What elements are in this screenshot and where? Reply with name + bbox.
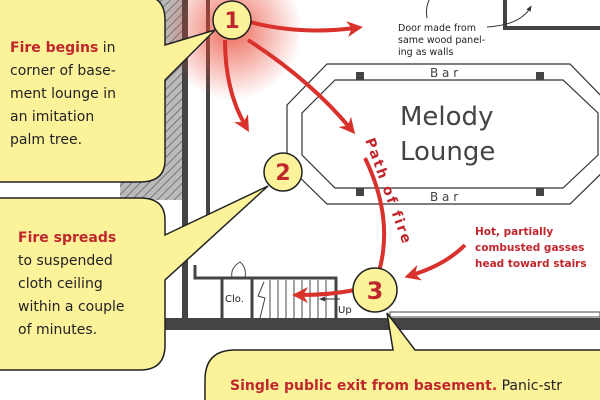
lounge-name: Melody — [400, 102, 493, 132]
svg-text:palm tree.: palm tree. — [10, 132, 82, 148]
svg-text:within a couple: within a couple — [18, 299, 124, 315]
side-room — [503, 0, 600, 30]
svg-text:1: 1 — [224, 9, 239, 34]
wall — [182, 0, 188, 330]
svg-text:2: 2 — [275, 161, 290, 186]
svg-text:ment lounge in: ment lounge in — [10, 86, 116, 102]
svg-text:same wood panel-: same wood panel- — [398, 35, 485, 46]
fire-arrows — [223, 20, 467, 303]
step-marker-2: 2 — [263, 152, 303, 192]
svg-text:ing as walls: ing as walls — [398, 47, 453, 58]
svg-text:head toward stairs: head toward stairs — [475, 258, 587, 270]
bar-bottom-label: B a r — [430, 190, 458, 204]
svg-text:of minutes.: of minutes. — [18, 322, 97, 338]
callout-3: Single public exit from basement. Panic-… — [204, 312, 600, 400]
step-marker-1: 1 — [212, 0, 252, 40]
svg-text:an imitation: an imitation — [10, 109, 94, 125]
stairs-up-label: Up — [338, 305, 352, 316]
callout-2: Fire spreads to suspended cloth ceiling … — [0, 185, 269, 371]
svg-text:3: 3 — [367, 277, 384, 305]
wall — [206, 0, 210, 240]
lounge-name: Lounge — [400, 137, 495, 167]
callout-1: Fire begins in corner of base- ment loun… — [0, 0, 216, 183]
svg-text:Fire spreads: Fire spreads — [18, 230, 116, 246]
door-note: Door made from same wood panel- ing as w… — [398, 0, 532, 58]
svg-text:to suspended: to suspended — [18, 253, 113, 269]
svg-text:Fire begins in: Fire begins in — [10, 40, 116, 56]
melody-lounge-bar: B a r B a r Melody Lounge — [286, 63, 600, 205]
gasses-note: Hot, partially combusted gasses head tow… — [475, 226, 587, 270]
svg-text:corner of base-: corner of base- — [10, 63, 116, 79]
closet-label: Clo. — [225, 294, 244, 305]
svg-text:Single public exit from baseme: Single public exit from basement. Panic-… — [230, 378, 562, 394]
svg-text:Hot, partially: Hot, partially — [475, 226, 553, 238]
stairs: Clo. Up — [193, 261, 352, 322]
svg-text:combusted gasses: combusted gasses — [475, 242, 584, 254]
svg-text:Door made from: Door made from — [398, 23, 476, 34]
step-marker-3: 3 — [352, 267, 398, 313]
bar-top-label: B a r — [430, 66, 458, 80]
svg-text:cloth ceiling: cloth ceiling — [18, 276, 103, 292]
